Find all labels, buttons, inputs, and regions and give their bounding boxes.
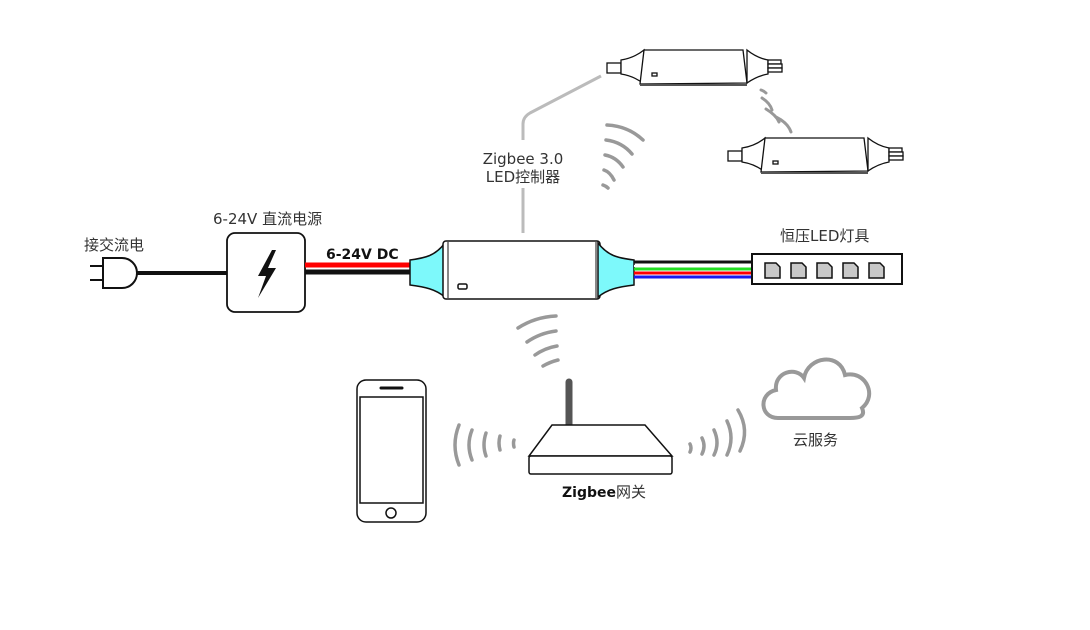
signal-waves-controller <box>601 123 645 190</box>
lightning-bolt-icon <box>258 250 276 298</box>
remote-controller-2 <box>727 136 904 174</box>
gateway-brand: Zigbee <box>562 485 616 501</box>
gateway-label: Zigbee网关 <box>562 483 646 502</box>
led-chip <box>790 262 807 279</box>
ac-plug-icon <box>90 257 138 289</box>
signal-waves-cloud <box>688 408 747 457</box>
cloud-icon <box>761 357 872 420</box>
led-fixture <box>751 253 903 285</box>
led-chip <box>816 262 833 279</box>
controller-label-line1: Zigbee 3.0 <box>482 150 564 168</box>
signal-waves-phone <box>453 423 516 467</box>
gateway-suffix: 网关 <box>615 483 646 501</box>
led-chip <box>842 262 859 279</box>
dc-wires <box>305 262 412 275</box>
signal-waves-gateway-up <box>516 314 560 368</box>
zigbee-gateway-icon <box>527 378 674 475</box>
led-chip <box>764 262 781 279</box>
smartphone-icon <box>356 379 427 523</box>
signal-waves-remotes <box>759 88 793 134</box>
dc-wire-label: 6-24V DC <box>326 247 399 263</box>
zigbee-led-controller <box>409 240 635 300</box>
controller-button <box>457 283 468 290</box>
led-chip <box>868 262 885 279</box>
controller-label-line2: LED控制器 <box>485 168 561 186</box>
dc-power-supply <box>226 232 306 313</box>
ac-power-label: 接交流电 <box>84 236 145 254</box>
controller-label: Zigbee 3.0 LED控制器 <box>468 150 578 186</box>
link-line-upper <box>521 74 602 140</box>
rgb-output-wires <box>634 260 752 279</box>
cloud-label: 云服务 <box>793 431 839 449</box>
remote-controller-1 <box>606 48 783 86</box>
led-fixture-label: 恒压LED灯具 <box>780 227 870 245</box>
dc-supply-label: 6-24V 直流电源 <box>213 210 323 228</box>
